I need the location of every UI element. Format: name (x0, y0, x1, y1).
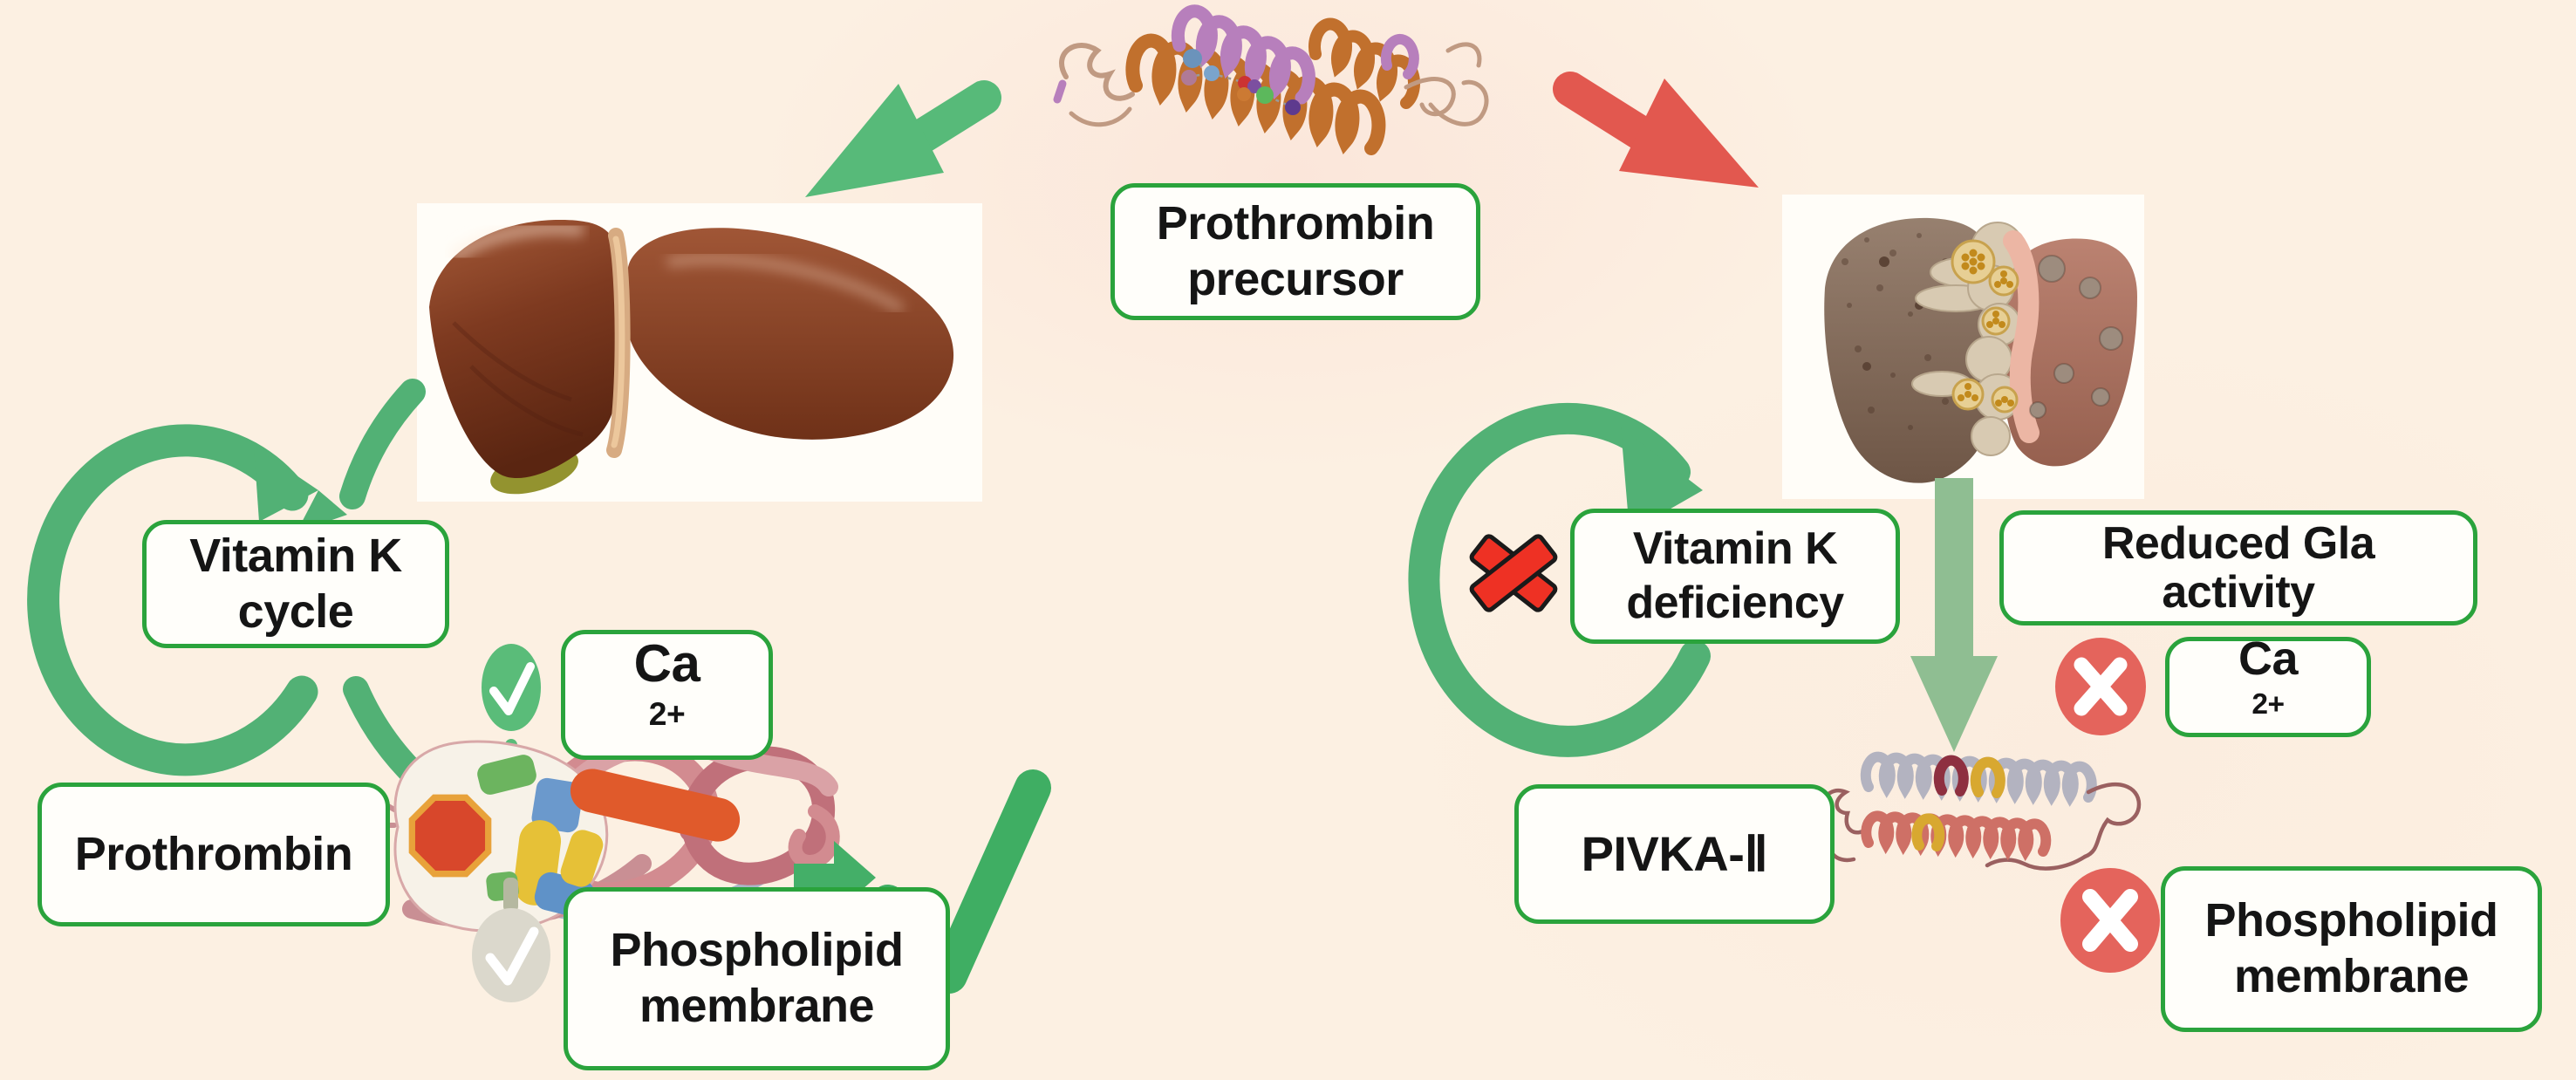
salmon-helix (1861, 810, 2052, 862)
phospholipid-membrane-label-right: Phospholipid membrane (2161, 866, 2542, 1032)
pivka-ii-ribbon (1821, 751, 2142, 871)
vk-deficiency-line1: Vitamin K (1632, 523, 1838, 575)
small-green-right-arrow-icon (794, 841, 876, 914)
fatty-nodules (1951, 239, 2019, 414)
gla-octagon (408, 794, 492, 878)
membrane-right-line1: Phospholipid (2204, 894, 2498, 947)
precursor-line1: Prothrombin (1156, 196, 1435, 249)
reduced-gla-line2: activity (2162, 567, 2315, 618)
reduced-gla-activity-label: Reduced Gla activity (1999, 510, 2477, 625)
prothrombin-label: Prothrombin (38, 783, 390, 926)
prothrombin-precursor-label: Prothrombin precursor (1110, 183, 1480, 320)
vk-cycle-line2: cycle (237, 584, 354, 638)
pivka-ii-label: PIVKA-Ⅱ (1514, 784, 1835, 924)
plum-helix (1171, 4, 1315, 105)
vitamin-k-cycle-label: Vitamin K cycle (142, 520, 449, 648)
prothrombin-text: Prothrombin (74, 827, 353, 880)
red-cross-badge-membrane-icon (2060, 868, 2160, 973)
prothrombin-precursor-ribbon (1053, 4, 1489, 155)
membrane-left-line2: membrane (639, 980, 875, 1032)
membrane-right-line2: membrane (2233, 950, 2470, 1002)
green-diagonal-arrow-icon (805, 80, 1001, 197)
membrane-left-line1: Phospholipid (610, 924, 904, 977)
red-cross-badge-ca-icon (2055, 638, 2146, 735)
healthy-liver-image (429, 219, 954, 495)
vitamin-k-deficiency-cycle-arrow-icon (1408, 402, 1711, 757)
vk-cycle-line1: Vitamin K (189, 529, 402, 582)
vk-deficiency-line2: deficiency (1626, 577, 1844, 628)
gray-check-badge-icon (472, 878, 550, 1002)
light-green-down-arrow-icon (1910, 478, 1998, 752)
phospholipid-membrane-label-left: Phospholipid membrane (564, 887, 950, 1070)
vitamin-k-deficiency-label: Vitamin K deficiency (1570, 509, 1900, 644)
red-cross-icon (1469, 534, 1558, 612)
regenerative-nodules (2029, 255, 2123, 419)
cirrhotic-liver-image (1824, 217, 2137, 483)
reduced-gla-line1: Reduced Gla (2101, 517, 2375, 569)
pink-tissue-band (2003, 230, 2040, 443)
precursor-line2: precursor (1187, 252, 1404, 305)
red-diagonal-arrow-icon (1553, 72, 1759, 188)
pivka-text: PIVKA-Ⅱ (1581, 825, 1768, 881)
